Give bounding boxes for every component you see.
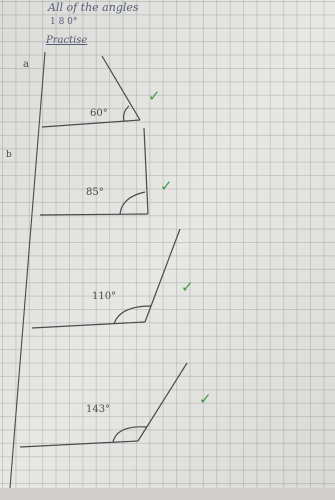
angle-label-110: 110° (92, 291, 116, 302)
margin-label-b: b (6, 150, 12, 160)
angle-143 (19, 362, 188, 448)
header-line2: 1 8 0° (50, 17, 77, 27)
angle-110 (31, 228, 181, 329)
angle-60 (41, 55, 141, 128)
check-mark-85: ✓ (160, 177, 173, 195)
angle-label-143: 143° (86, 404, 110, 415)
angle-label-85: 85° (86, 187, 104, 198)
margin-line (9, 51, 46, 489)
practise-heading: Practise (45, 35, 87, 46)
angle-85 (39, 127, 149, 216)
margin-label-a: a (23, 59, 29, 70)
angle-label-60: 60° (90, 108, 108, 119)
header-line1: All of the angles (47, 1, 139, 14)
check-mark-60: ✓ (148, 87, 161, 105)
check-mark-110: ✓ (181, 278, 194, 296)
check-mark-143: ✓ (199, 390, 212, 408)
